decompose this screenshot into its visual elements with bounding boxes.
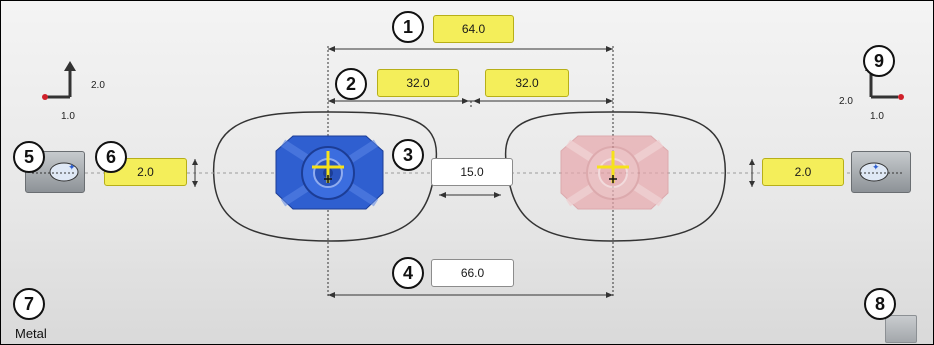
callout-7: 7 — [13, 288, 45, 320]
right-blocking-pad-icon — [275, 135, 384, 210]
svg-text:✦: ✦ — [872, 163, 880, 173]
left-height-button[interactable]: ✦ — [851, 151, 911, 193]
total-pd-field[interactable]: 64.0 — [433, 15, 514, 43]
lens-height-icon: ✦ — [32, 162, 79, 182]
bridge-field[interactable]: 15.0 — [431, 158, 513, 186]
left-offset-vertical: 2.0 — [839, 96, 853, 107]
left-height-field[interactable]: 2.0 — [762, 158, 844, 186]
lens-height-icon: ✦ — [859, 162, 904, 182]
callout-8: 8 — [864, 288, 896, 320]
right-offset-indicator-icon — [42, 61, 76, 100]
right-pd-field[interactable]: 32.0 — [377, 69, 459, 97]
right-offset-vertical: 2.0 — [91, 80, 105, 91]
left-center-crosshair — [597, 151, 629, 183]
callout-9: 9 — [863, 45, 895, 77]
right-offset-horizontal: 1.0 — [61, 111, 75, 122]
svg-text:✦: ✦ — [68, 163, 76, 173]
corner-button[interactable] — [885, 315, 917, 343]
left-pd-field[interactable]: 32.0 — [485, 69, 569, 97]
left-lens-outline — [504, 111, 726, 242]
right-height-arrow — [192, 159, 198, 187]
left-offset-horizontal: 1.0 — [870, 111, 884, 122]
callout-4: 4 — [392, 257, 424, 289]
frame-width-field[interactable]: 66.0 — [431, 259, 514, 287]
callout-6: 6 — [95, 141, 127, 173]
callout-2: 2 — [335, 68, 367, 100]
left-height-arrow — [749, 159, 755, 187]
callout-5: 5 — [13, 141, 45, 173]
callout-3: 3 — [392, 139, 424, 171]
frame-material-label: Metal — [15, 326, 47, 341]
right-height-field[interactable]: 2.0 — [104, 158, 187, 186]
callout-1: 1 — [392, 11, 424, 43]
